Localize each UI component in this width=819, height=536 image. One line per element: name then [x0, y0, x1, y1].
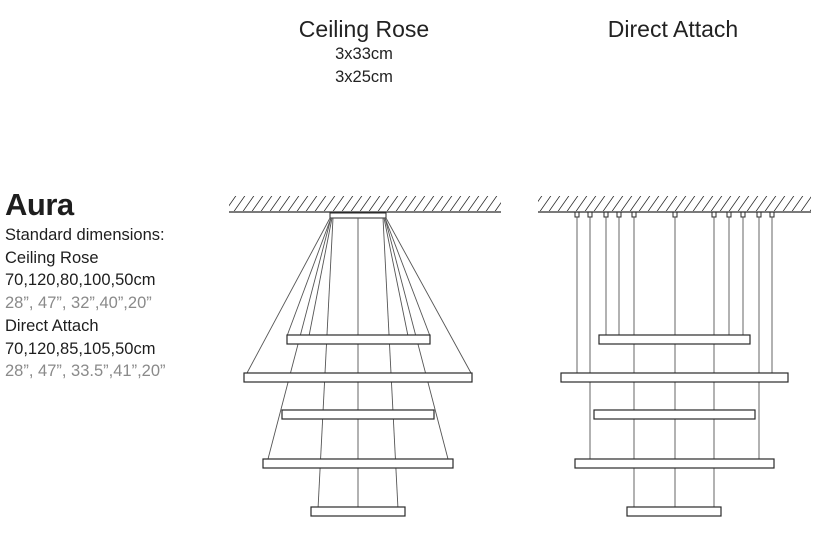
- ceiling-hatch-left: [229, 196, 501, 211]
- ceiling-rose-size-1: 3x33cm: [335, 45, 393, 63]
- ceiling-rose-label: Ceiling Rose: [5, 248, 99, 267]
- ceiling-rose-title: Ceiling Rose: [298, 16, 430, 42]
- direct-attach-ring-2: [560, 372, 789, 383]
- direct-attach-inch: 28”, 47”, 33.5”,41”,20”: [5, 362, 166, 381]
- direct-attach-ring-5: [626, 506, 722, 517]
- ceiling-rose-ring-3: [281, 409, 435, 420]
- direct-attach-ring-3: [593, 409, 756, 420]
- direct-attach-anchors: [574, 211, 775, 218]
- ceiling-rose-cm: 70,120,80,100,50cm: [5, 271, 156, 290]
- direct-attach-title: Direct Attach: [607, 16, 739, 42]
- ceiling-rose-canopy: [329, 212, 387, 219]
- ceiling-rose-ring-5: [310, 506, 406, 517]
- ceiling-rose-inch: 28”, 47”, 32”,40”,20”: [5, 294, 152, 313]
- direct-attach-ring-1: [598, 334, 751, 345]
- direct-attach-drawing: [538, 196, 811, 517]
- product-name: Aura: [5, 187, 74, 222]
- standard-dimensions-label: Standard dimensions:: [5, 226, 165, 244]
- ceiling-rose-drawing: [229, 196, 501, 517]
- ceiling-hatch-right: [538, 196, 811, 211]
- ceiling-rose-size-2: 3x25cm: [335, 68, 393, 86]
- ceiling-rose-ring-1: [286, 334, 431, 345]
- direct-attach-ring-4: [574, 458, 775, 469]
- product-spec: Aura Standard dimensions: Ceiling Rose 7…: [5, 186, 166, 383]
- ceiling-rose-ring-2: [243, 372, 473, 383]
- ceiling-rose-ring-4: [262, 458, 454, 469]
- direct-attach-cm: 70,120,85,105,50cm: [5, 339, 156, 358]
- direct-attach-label: Direct Attach: [5, 316, 99, 335]
- direct-attach-cables: [576, 217, 773, 507]
